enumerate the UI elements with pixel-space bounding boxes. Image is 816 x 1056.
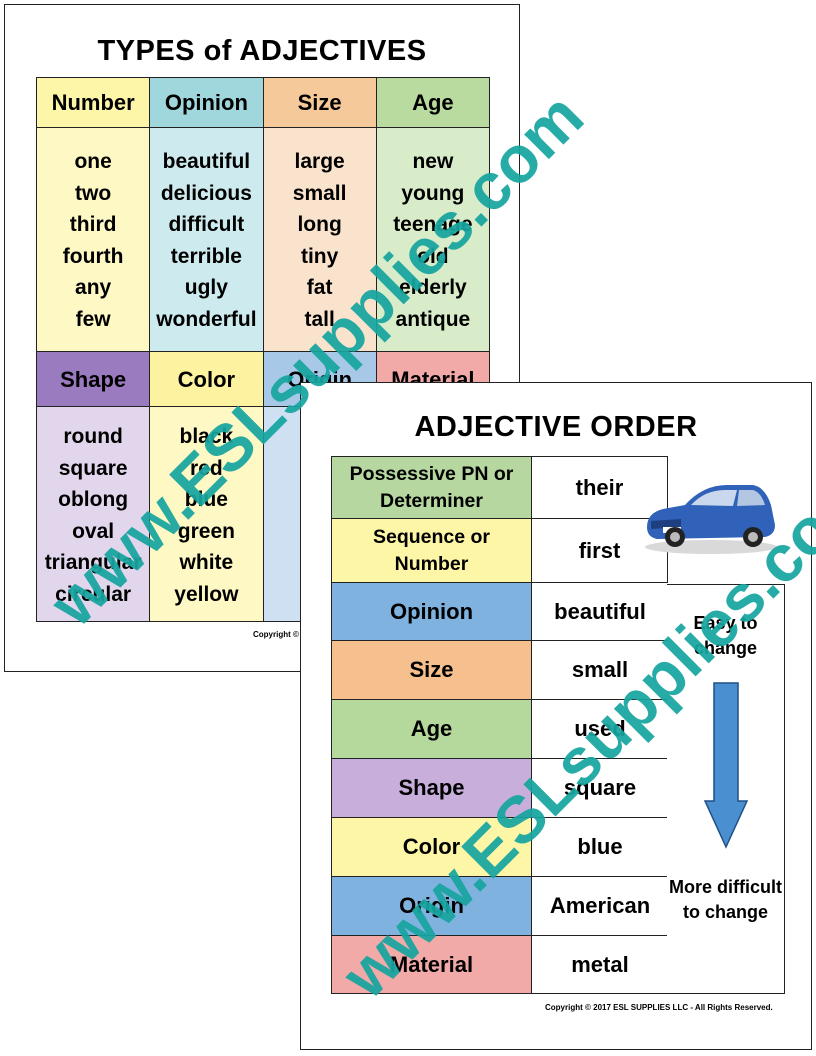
order-category: Sequence or Number (332, 519, 532, 583)
adjective-word: tiny (300, 244, 339, 268)
down-arrow-icon (703, 682, 749, 849)
easy-to-change-label: Easy to change (693, 613, 758, 658)
adjective-word: yellow (174, 582, 239, 606)
type-header-size: Size (263, 78, 377, 128)
adjective-word: triangular (44, 551, 142, 574)
adjective-word: elderly (399, 276, 467, 299)
adjective-word: any (75, 276, 112, 299)
order-example: used (532, 700, 668, 759)
type-words-size: large small long tiny fat tall (263, 128, 377, 352)
adjective-word: third (69, 213, 117, 236)
adjective-word: small (292, 181, 347, 205)
type-words-age: new young teenage old elderly antique (376, 128, 490, 352)
order-category: Size (332, 641, 532, 700)
adjective-word: old (417, 244, 449, 268)
adjective-word: new (412, 150, 454, 173)
adjective-word: white (179, 551, 234, 574)
adjective-word: large (294, 150, 345, 173)
adjective-word: round (63, 425, 123, 448)
type-words-color: black red blue green white yellow (150, 407, 264, 622)
order-example: blue (532, 818, 668, 877)
car-illustration (645, 485, 777, 554)
adjective-order-poster: ADJECTIVE ORDER Possessive PN or Determi… (300, 382, 812, 1050)
order-category: Age (332, 700, 532, 759)
adjective-word: one (74, 150, 112, 173)
type-header-age: Age (376, 78, 490, 128)
adjective-word: few (75, 307, 111, 331)
adjective-word: square (58, 456, 128, 480)
order-category: Color (332, 818, 532, 877)
type-words-opinion: beautiful delicious difficult terrible ugly w… (150, 128, 264, 352)
order-example: small (532, 641, 668, 700)
type-header-opinion: Opinion (150, 78, 264, 128)
types-poster-copyright: Copyright © (253, 630, 299, 639)
type-header-shape: Shape (37, 352, 151, 407)
adjective-word: ugly (184, 276, 228, 299)
type-header-color: Color (150, 352, 264, 407)
adjective-word: blue (184, 488, 228, 511)
order-example: square (532, 759, 668, 818)
type-words-shape: round square oblong oval triangular circular (37, 407, 151, 622)
adjective-word: fourth (62, 244, 124, 268)
adjective-word: wonderful (156, 307, 257, 331)
adjective-word: teenage (393, 213, 473, 236)
order-category: Opinion (332, 583, 532, 641)
adjective-word: black (179, 425, 234, 448)
order-category: Shape (332, 759, 532, 818)
adjective-word: delicious (160, 181, 252, 205)
order-example: metal (532, 936, 668, 994)
order-category: Material (332, 936, 532, 994)
more-difficult-label: More difficult to change (669, 877, 782, 922)
types-poster-title: TYPES of ADJECTIVES (97, 35, 427, 67)
change-difficulty-column: Easy to change More difficult to change (667, 584, 785, 994)
order-poster-title: ADJECTIVE ORDER (414, 411, 698, 443)
adjective-word: circular (55, 582, 132, 606)
adjective-word: two (75, 181, 112, 205)
type-header-number: Number (37, 78, 151, 128)
adjective-word: beautiful (162, 150, 251, 173)
order-category: Possessive PN or Determiner (332, 457, 532, 519)
adjective-word: fat (306, 276, 333, 299)
order-poster-copyright: Copyright © 2017 ESL SUPPLIES LLC - All … (545, 1003, 773, 1012)
adjective-word: green (177, 519, 235, 543)
adjective-word: red (190, 456, 223, 480)
order-category: Origin (332, 877, 532, 936)
type-words-number: one two third fourth any few (37, 128, 151, 352)
adjective-word: oblong (58, 488, 129, 511)
order-example: beautiful (532, 583, 668, 641)
order-example: American (532, 877, 668, 936)
order-example: their (532, 457, 668, 519)
adjective-word: difficult (168, 213, 245, 236)
adjective-word: tall (304, 307, 335, 331)
adjective-word: terrible (170, 244, 242, 268)
adjective-word: oval (72, 519, 115, 543)
adjective-word: antique (395, 307, 471, 331)
adjective-word: young (401, 181, 465, 205)
adjective-word: long (297, 213, 342, 236)
